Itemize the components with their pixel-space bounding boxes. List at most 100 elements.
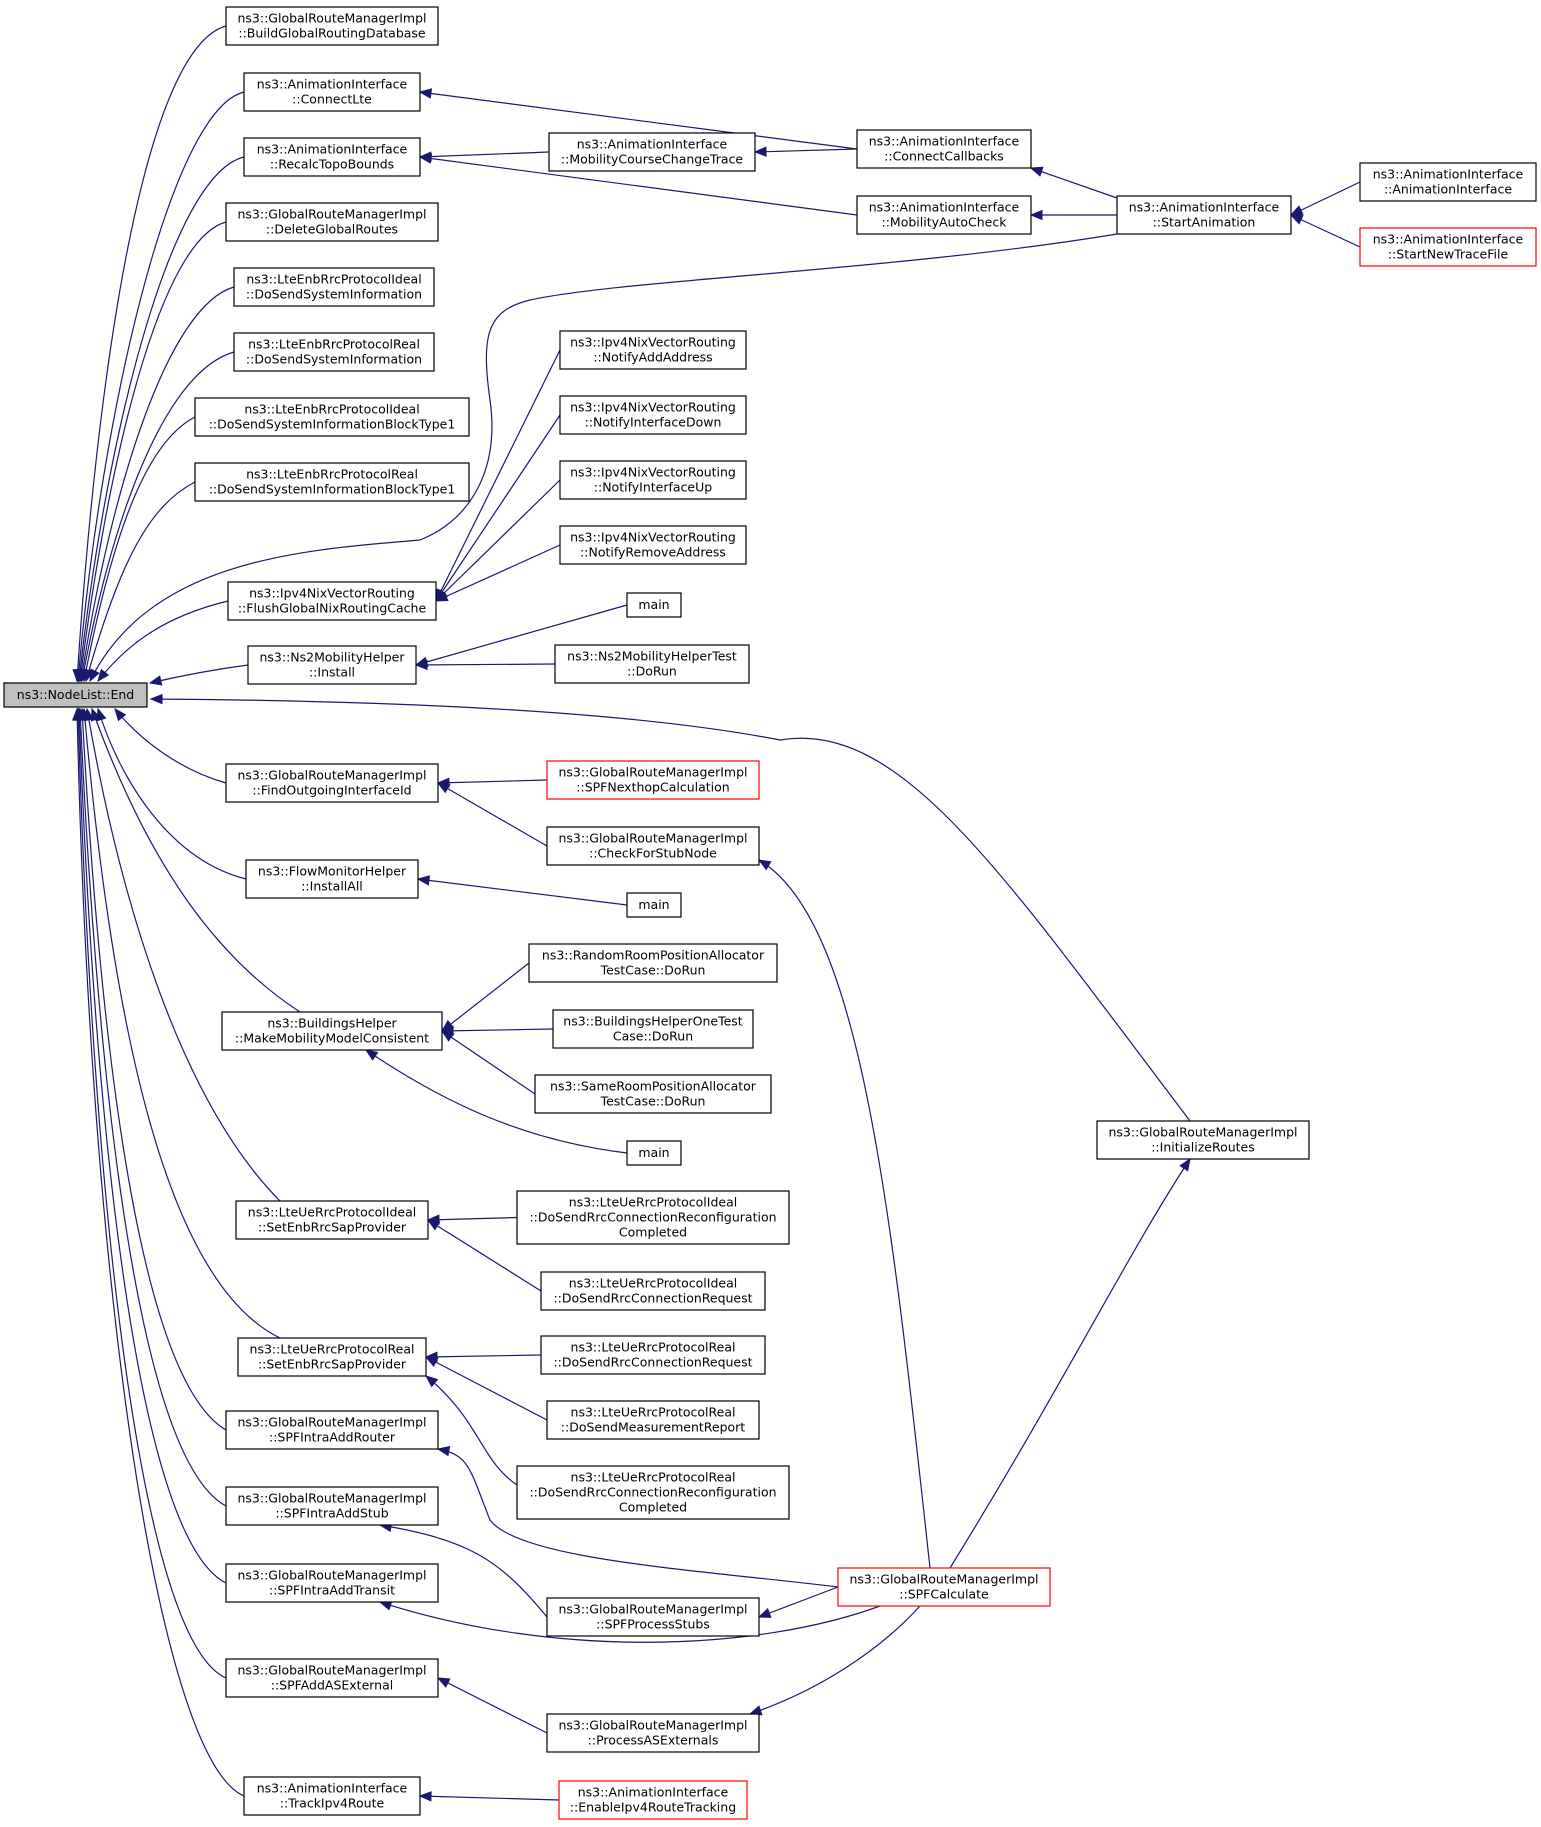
node-box [243,72,421,112]
node-foii[interactable]: ns3::GlobalRouteManagerImpl::FindOutgoin… [225,763,439,803]
node-label-line: ns3::GlobalRouteManagerImpl [237,1491,426,1506]
node-n2test[interactable]: ns3::Ns2MobilityHelperTest::DoRun [554,644,750,684]
node-drcrc_r[interactable]: ns3::LteUeRrcProtocolReal::DoSendRrcConn… [516,1465,790,1520]
node-dsi_r[interactable]: ns3::LteEnbRrcProtocolReal::DoSendSystem… [233,332,435,372]
node-dsib_r[interactable]: ns3::LteEnbRrcProtocolReal::DoSendSystem… [194,462,470,502]
edge-sesp_r-to-end [83,708,281,1339]
node-label-line: ns3::LteEnbRrcProtocolReal [248,337,420,352]
node-box [516,1190,790,1245]
node-cfsn[interactable]: ns3::GlobalRouteManagerImpl::CheckForStu… [546,826,760,866]
node-label-line: ns3::AnimationInterface [577,137,728,152]
edge-pase-to-spfase [437,1677,548,1734]
node-main3[interactable]: main [626,1140,682,1166]
node-label-line: ::SPFIntraAddRouter [269,1430,396,1445]
node-rrpa[interactable]: ns3::RandomRoomPositionAllocatorTestCase… [528,943,778,983]
node-ccb[interactable]: ns3::AnimationInterface::ConnectCallback… [856,129,1032,169]
node-label-line: ns3::GlobalRouteManagerImpl [558,1718,747,1733]
node-dgr[interactable]: ns3::GlobalRouteManagerImpl::DeleteGloba… [225,202,439,242]
node-label-line: main [638,897,669,912]
node-dsmr[interactable]: ns3::LteUeRrcProtocolReal::DoSendMeasure… [546,1400,760,1440]
node-box [548,132,756,172]
node-mcct[interactable]: ns3::AnimationInterface::MobilityCourseC… [548,132,756,172]
node-tipv4[interactable]: ns3::AnimationInterface::TrackIpv4Route [243,1776,421,1816]
node-niu[interactable]: ns3::Ipv4NixVectorRouting::NotifyInterfa… [559,460,747,500]
edge-bhot-to-mmmc [441,1028,554,1032]
node-box [225,1658,439,1698]
node-srpa[interactable]: ns3::SameRoomPositionAllocatorTestCase::… [534,1074,772,1114]
node-box [540,1271,766,1311]
edge-dsmr-to-sesp_r [425,1356,548,1421]
node-mac[interactable]: ns3::AnimationInterface::MobilityAutoChe… [856,195,1032,235]
edge-ccb-to-clte [419,91,858,150]
node-box [559,525,747,565]
arrowhead [440,1030,455,1042]
node-spfps[interactable]: ns3::GlobalRouteManagerImpl::SPFProcessS… [546,1597,760,1637]
node-nid[interactable]: ns3::Ipv4NixVectorRouting::NotifyInterfa… [559,395,747,435]
node-label-line: ns3::LteUeRrcProtocolIdeal [569,1276,737,1291]
arrowhead [414,659,428,671]
node-dsi_i[interactable]: ns3::LteEnbRrcProtocolIdeal::DoSendSyste… [233,267,435,307]
node-nra[interactable]: ns3::Ipv4NixVectorRouting::NotifyRemoveA… [559,525,747,565]
node-n2inst[interactable]: ns3::Ns2MobilityHelper::Install [247,645,417,685]
node-bgrd[interactable]: ns3::GlobalRouteManagerImpl::BuildGlobal… [225,6,439,46]
edge-bgrd-to-end [76,25,227,682]
node-box [233,267,435,307]
node-rtb[interactable]: ns3::AnimationInterface::RecalcTopoBound… [243,137,421,177]
node-sntf[interactable]: ns3::AnimationInterface::StartNewTraceFi… [1359,227,1537,267]
node-label-line: ::DoSendRrcConnectionRequest [553,1355,752,1370]
node-label-line: ::DoRun [627,664,677,679]
node-spfnh[interactable]: ns3::GlobalRouteManagerImpl::SPFNexthopC… [546,760,760,800]
node-main2[interactable]: main [626,892,682,918]
node-label-line: ::NotifyRemoveAddress [580,545,726,560]
node-sa[interactable]: ns3::AnimationInterface::StartAnimation [1116,195,1292,235]
node-fgnrc[interactable]: ns3::Ipv4NixVectorRouting::FlushGlobalNi… [227,581,437,621]
node-spfiat[interactable]: ns3::GlobalRouteManagerImpl::SPFIntraAdd… [225,1563,439,1603]
node-main1[interactable]: main [626,592,682,618]
node-fminst[interactable]: ns3::FlowMonitorHelper::InstallAll [245,859,419,899]
edge-main1-to-n2inst [415,604,628,666]
node-label-line: ::TrackIpv4Route [280,1796,385,1811]
node-drcr_r[interactable]: ns3::LteUeRrcProtocolReal::DoSendRrcConn… [540,1335,766,1375]
node-spfias[interactable]: ns3::GlobalRouteManagerImpl::SPFIntraAdd… [225,1486,439,1526]
arrowhead [1289,214,1304,225]
node-drcrc_i[interactable]: ns3::LteUeRrcProtocolIdeal::DoSendRrcCon… [516,1190,790,1245]
node-mmmc[interactable]: ns3::BuildingsHelper::MakeMobilityModelC… [221,1011,443,1051]
node-end[interactable]: ns3::NodeList::End [3,682,148,708]
node-box [837,1567,1051,1607]
node-eirt[interactable]: ns3::AnimationInterface::EnableIpv4Route… [558,1780,748,1820]
node-box [194,462,470,502]
node-label-line: ::SetEnbRrcSapProvider [258,1220,407,1235]
node-dsib_i[interactable]: ns3::LteEnbRrcProtocolIdeal::DoSendSyste… [194,397,470,437]
node-pase[interactable]: ns3::GlobalRouteManagerImpl::ProcessASEx… [546,1713,760,1753]
node-spfc[interactable]: ns3::GlobalRouteManagerImpl::SPFCalculat… [837,1567,1051,1607]
edge-drcrc_r-to-sesp_r [425,1375,518,1486]
node-label-line: ::DoSendRrcConnectionReconfiguration [529,1210,776,1225]
edge-nid-to-fgnrc [435,414,561,602]
node-box [225,1563,439,1603]
arrowhead [418,1791,432,1802]
node-ir[interactable]: ns3::GlobalRouteManagerImpl::InitializeR… [1096,1120,1310,1160]
arrowhead [97,668,110,683]
arrowhead [416,875,431,886]
node-box [856,195,1032,235]
edge-dsi_r-to-end [81,351,235,682]
edge-mac-to-rtb [419,156,858,216]
node-sesp_r[interactable]: ns3::LteUeRrcProtocolReal::SetEnbRrcSapP… [237,1337,427,1377]
node-naa[interactable]: ns3::Ipv4NixVectorRouting::NotifyAddAddr… [559,330,747,370]
node-spfase[interactable]: ns3::GlobalRouteManagerImpl::SPFAddASExt… [225,1658,439,1698]
arrowhead [418,153,433,164]
node-clte[interactable]: ns3::AnimationInterface::ConnectLte [243,72,421,112]
arrowhead [757,859,772,871]
node-drcr_i[interactable]: ns3::LteUeRrcProtocolIdeal::DoSendRrcCon… [540,1271,766,1311]
node-label-line: ns3::BuildingsHelper [267,1016,397,1031]
node-box [1096,1120,1310,1160]
node-ai[interactable]: ns3::AnimationInterface::AnimationInterf… [1359,162,1537,202]
node-box [235,1200,429,1240]
node-sesp_i[interactable]: ns3::LteUeRrcProtocolIdeal::SetEnbRrcSap… [235,1200,429,1240]
node-box [225,763,439,803]
node-spfiar[interactable]: ns3::GlobalRouteManagerImpl::SPFIntraAdd… [225,1410,439,1450]
edge-fminst-to-end [97,708,247,880]
edge-spfc-to-pase [749,1605,921,1715]
edge-drcrc_i-to-sesp_i [427,1216,518,1221]
